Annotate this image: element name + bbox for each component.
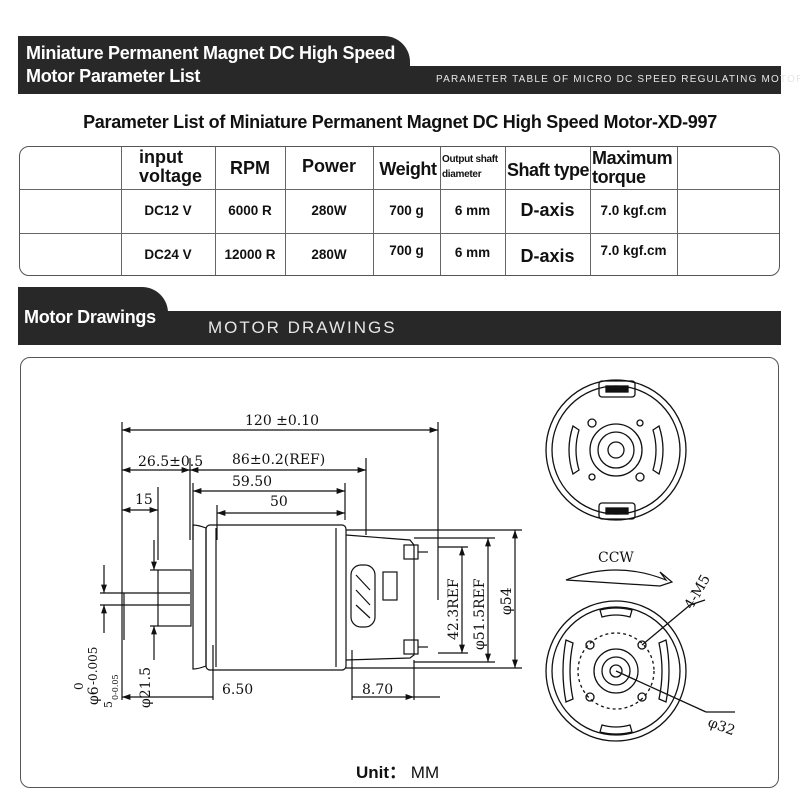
drawings-header-subtitle: MOTOR DRAWINGS xyxy=(208,318,397,337)
row1-voltage: DC12 V xyxy=(144,203,192,218)
dim-length-50: 50 xyxy=(270,494,288,510)
table-col-divider xyxy=(590,147,592,275)
table-col-divider xyxy=(373,147,375,275)
motor-front-view xyxy=(545,599,735,742)
dim-offset: 26.5±0.5 xyxy=(138,454,203,470)
parameter-header-bar xyxy=(18,66,781,94)
motor-drawing: 120 ±0.10 26.5±0.5 86±0.2(REF) 59.50 50 … xyxy=(72,379,737,742)
holes-label: 4-M5 xyxy=(682,572,714,612)
dim-shaft-tol-top: 0 xyxy=(72,682,86,690)
row2-shaft-type: D-axis xyxy=(520,246,575,266)
row2-weight: 700 g xyxy=(389,243,424,258)
row2-voltage: DC24 V xyxy=(144,247,192,262)
table-col-divider xyxy=(505,147,507,275)
table-row-divider xyxy=(20,233,779,235)
drawings-header-bar xyxy=(18,311,781,345)
dim-21-5: φ21.5 xyxy=(138,667,154,708)
dimension-labels: 120 ±0.10 26.5±0.5 86±0.2(REF) 59.50 50 … xyxy=(72,413,515,708)
dim-len-6-50: 6.50 xyxy=(222,682,253,698)
row1-torque: 7.0 kgf.cm xyxy=(600,203,667,218)
row2-shaft-diameter: 6 mm xyxy=(454,245,491,260)
rotation-label: CCW xyxy=(598,550,634,566)
dim-len-8-70: 8.70 xyxy=(362,682,393,698)
drawing-panel xyxy=(20,357,779,788)
table-title: Parameter List of Miniature Permanent Ma… xyxy=(83,112,717,132)
dim-42-3-ref: 42.3REF xyxy=(446,578,462,640)
parameter-header-title-line1: Miniature Permanent Magnet DC High Speed xyxy=(26,43,396,63)
parameter-header-subtitle: PARAMETER TABLE OF MICRO DC SPEED REGULA… xyxy=(436,74,800,85)
row2-torque: 7.0 kgf.cm xyxy=(600,243,667,258)
table-col-divider xyxy=(440,147,442,275)
row1-power: 280W xyxy=(311,203,347,218)
parameter-table: input voltage RPM Power Weight Output sh… xyxy=(19,146,780,276)
table-row-divider xyxy=(20,189,779,191)
dim-shaft-15: 15 xyxy=(135,492,153,508)
bolt-circle-label: φ32 xyxy=(706,715,737,739)
dim-shaft-flat-tol: 0-0.05 xyxy=(111,674,120,700)
header-shaft-type: Shaft type xyxy=(506,160,590,180)
dim-54: φ54 xyxy=(499,587,515,615)
header-rpm: RPM xyxy=(230,158,270,178)
row2-power: 280W xyxy=(311,247,347,262)
unit-value: MM xyxy=(410,763,440,782)
motor-side-view xyxy=(100,422,522,700)
row1-rpm: 6000 R xyxy=(228,203,272,218)
dim-length-59: 59.50 xyxy=(232,474,272,490)
dim-51-5-ref: φ51.5REF xyxy=(472,578,488,650)
header-power: Power xyxy=(301,156,357,176)
parameter-header-title-line2: Motor Parameter List xyxy=(26,66,201,86)
header-voltage: input voltage xyxy=(139,147,203,186)
dim-body-ref: 86±0.2(REF) xyxy=(232,452,325,468)
table-col-divider xyxy=(285,147,287,275)
table-col-divider xyxy=(677,147,679,275)
unit-row: Unit： MM xyxy=(356,758,439,783)
dim-shaft-flat: 5 xyxy=(102,701,115,708)
drawings-header-title: Motor Drawings xyxy=(24,307,156,327)
row1-weight: 700 g xyxy=(389,203,424,218)
unit-label: Unit： xyxy=(356,763,407,782)
rotation-indicator: CCW xyxy=(565,550,674,587)
table-col-divider xyxy=(215,147,217,275)
row1-shaft-diameter: 6 mm xyxy=(454,203,491,218)
dim-shaft-dia: φ6 xyxy=(86,686,102,705)
header-max-torque: Maximum torque xyxy=(592,148,673,187)
dim-overall-length: 120 ±0.10 xyxy=(245,413,319,429)
dim-shaft-tol-bottom: -0.005 xyxy=(86,647,100,685)
motor-rear-view xyxy=(545,379,687,521)
parameter-header-title: Miniature Permanent Magnet DC High Speed… xyxy=(26,42,406,88)
row1-shaft-type: D-axis xyxy=(520,200,575,220)
header-shaft-diameter: Output shaft diameter xyxy=(442,154,498,180)
table-col-divider xyxy=(121,147,123,275)
header-weight: Weight xyxy=(379,159,437,179)
row2-rpm: 12000 R xyxy=(224,247,276,262)
